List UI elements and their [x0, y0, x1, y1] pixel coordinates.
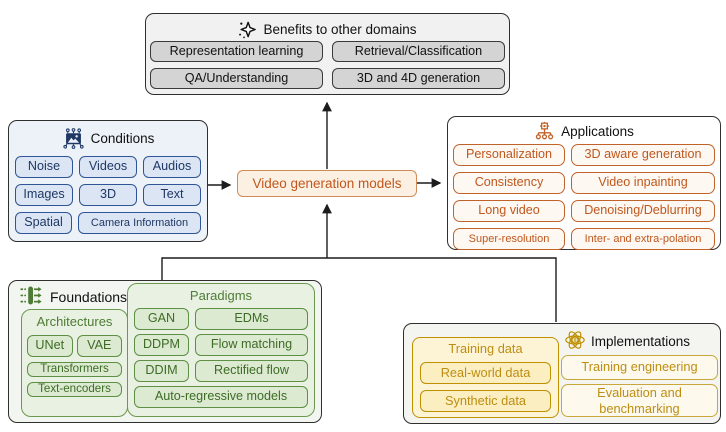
benefits-title: Benefits to other domains — [263, 21, 417, 37]
architectures-items: UNet VAE Transformers Text-encoders — [27, 335, 122, 397]
training-data-item: Synthetic data — [420, 390, 551, 412]
applications-header: Applications — [448, 120, 720, 143]
application-item: Inter- and extra-polation — [571, 228, 715, 250]
benefits-box: Benefits to other domains Representation… — [145, 13, 510, 95]
application-item: Personalization — [453, 144, 565, 166]
condition-item: Noise — [15, 156, 73, 178]
condition-item: 3D — [79, 184, 137, 206]
conditions-title: Conditions — [90, 130, 155, 146]
benefit-item: Representation learning — [150, 41, 323, 62]
conditions-row: Noise Videos Audios — [15, 156, 201, 178]
paradigm-item: EDMs — [195, 308, 308, 330]
pipeline-icon — [19, 285, 44, 309]
paradigms-items: GAN EDMs DDPM Flow matching DDIM Rectifi… — [134, 308, 308, 408]
implementation-item: Evaluation and benchmarking — [561, 384, 718, 417]
training-data-items: Real-world data Synthetic data — [420, 362, 551, 412]
condition-item: Audios — [143, 156, 201, 178]
image-circuit-icon — [62, 127, 85, 149]
condition-item: Text — [143, 184, 201, 206]
paradigm-item: GAN — [134, 308, 189, 330]
architecture-item: Text-encoders — [27, 381, 122, 397]
foundations-box: Foundations Architectures UNet VAE Trans… — [8, 280, 322, 423]
paradigm-item: DDPM — [134, 334, 189, 356]
condition-item: Images — [15, 184, 73, 206]
benefits-header: Benefits to other domains — [146, 18, 509, 40]
application-item: 3D aware generation — [571, 144, 715, 166]
paradigm-item: Auto-regressive models — [134, 386, 308, 408]
paradigms-subbox: Paradigms GAN EDMs DDPM Flow matching DD… — [127, 283, 315, 417]
architectures-subbox: Architectures UNet VAE Transformers Text… — [21, 309, 128, 417]
sparkles-icon — [238, 20, 257, 39]
applications-box: Applications Personalization 3D aware ge… — [447, 116, 721, 250]
architectures-title: Architectures — [36, 314, 113, 329]
condition-item: Camera Information — [78, 212, 201, 234]
conditions-row: Images 3D Text — [15, 184, 201, 206]
benefit-item: QA/Understanding — [150, 68, 323, 89]
conditions-row: Spatial Camera Information — [15, 212, 201, 234]
conditions-header: Conditions — [9, 127, 207, 149]
benefits-items: Representation learning Retrieval/Classi… — [150, 41, 505, 89]
application-item: Denoising/Deblurring — [571, 200, 715, 222]
architecture-item: VAE — [76, 335, 122, 357]
application-item: Super-resolution — [453, 228, 565, 250]
paradigms-title: Paradigms — [189, 288, 253, 303]
conditions-box: Conditions Noise Videos Audios Images 3D… — [8, 120, 208, 242]
elbow-foundations-implementations — [161, 257, 557, 322]
benefit-item: 3D and 4D generation — [332, 68, 505, 89]
implementations-header: Implementations — [564, 329, 690, 354]
benefit-item: Retrieval/Classification — [332, 41, 505, 62]
foundations-title: Foundations — [50, 289, 128, 305]
implementations-box: Training data Real-world data Synthetic … — [403, 323, 721, 424]
implementations-title: Implementations — [591, 334, 691, 349]
applications-title: Applications — [561, 124, 634, 139]
conditions-items: Noise Videos Audios Images 3D Text Spati… — [15, 156, 201, 234]
application-item: Long video — [453, 200, 565, 222]
paradigm-item: Rectified flow — [195, 360, 308, 382]
training-data-subbox: Training data Real-world data Synthetic … — [412, 337, 559, 418]
implementation-item: Training engineering — [561, 355, 718, 380]
applications-items: Personalization 3D aware generation Cons… — [453, 144, 715, 250]
application-item: Video inpainting — [571, 172, 715, 194]
foundations-header: Foundations — [19, 285, 127, 309]
training-data-title: Training data — [448, 341, 523, 356]
condition-item: Videos — [79, 156, 137, 178]
training-data-item: Real-world data — [420, 362, 551, 384]
paradigm-item: Flow matching — [195, 334, 308, 356]
hierarchy-chip-icon — [534, 121, 555, 142]
atom-icon — [564, 329, 586, 354]
condition-item: Spatial — [15, 212, 72, 234]
video-generation-models-node: Video generation models — [237, 170, 417, 197]
application-item: Consistency — [453, 172, 565, 194]
architecture-item: Transformers — [27, 362, 122, 377]
architecture-item: UNet — [27, 335, 73, 357]
paradigm-item: DDIM — [134, 360, 189, 382]
